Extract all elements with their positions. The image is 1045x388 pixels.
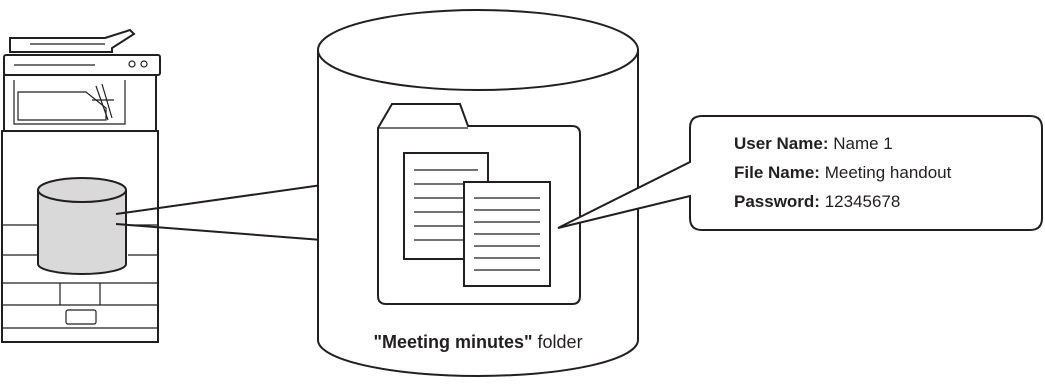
user-name-label: User Name: bbox=[734, 134, 829, 153]
user-name-value: Name 1 bbox=[829, 134, 893, 153]
password-value: 12345678 bbox=[820, 192, 900, 211]
callout-line-file-name: File Name: Meeting handout bbox=[734, 163, 952, 182]
folder-caption-name: "Meeting minutes" bbox=[373, 332, 532, 352]
file-info-callout: User Name: Name 1 File Name: Meeting han… bbox=[557, 115, 1043, 231]
hard-disk-icon bbox=[37, 177, 127, 275]
folder-caption-suffix: folder bbox=[533, 332, 583, 352]
folder-caption: "Meeting minutes" folder bbox=[373, 332, 582, 352]
document-icon bbox=[403, 152, 551, 287]
callout-line-password: Password: 12345678 bbox=[734, 192, 900, 211]
callout-line-user-name: User Name: Name 1 bbox=[734, 134, 893, 153]
file-name-label: File Name: bbox=[734, 163, 820, 182]
password-label: Password: bbox=[734, 192, 820, 211]
file-name-value: Meeting handout bbox=[820, 163, 952, 182]
zoom-connector bbox=[115, 184, 323, 241]
